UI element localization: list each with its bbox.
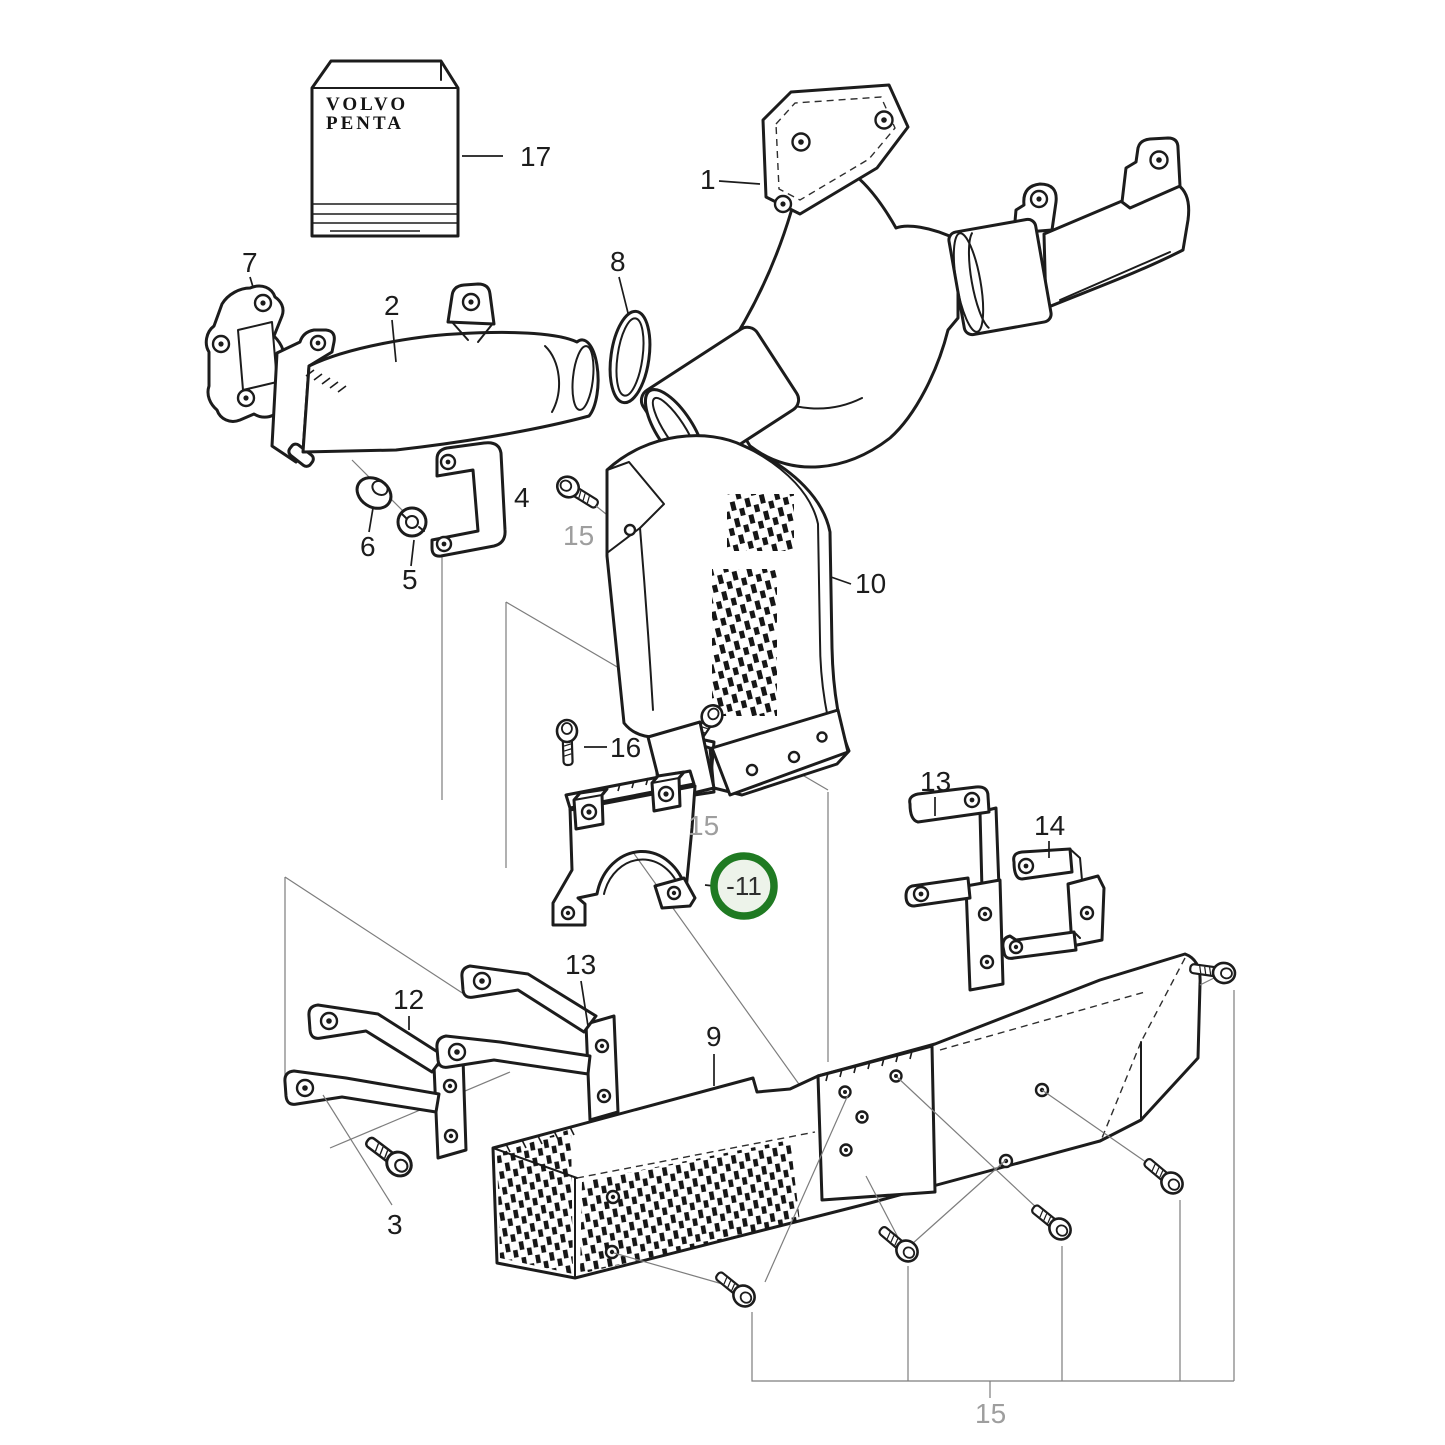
callout-9[interactable]: 9 [706, 1021, 722, 1052]
callout-15-lower[interactable]: 15 [975, 1398, 1006, 1429]
callout-labels: 17 1 7 2 8 6 5 4 15 10 16 15 13 14 12 13… [242, 141, 1065, 1429]
highlight-circle-part-11[interactable]: -11 [710, 852, 778, 920]
callout-15-upper[interactable]: 15 [563, 520, 594, 551]
callout-13-upper[interactable]: 13 [920, 766, 951, 797]
brand-volvo: VOLVO [326, 94, 408, 115]
vent-grille-upper [727, 494, 794, 551]
callout-16[interactable]: 16 [610, 732, 641, 763]
part-4-u-bracket [430, 441, 507, 558]
callout-14[interactable]: 14 [1034, 810, 1065, 841]
part-13-bracket-upper [904, 785, 1005, 992]
callout-7[interactable]: 7 [242, 247, 258, 278]
callout-15-mid[interactable]: 15 [688, 810, 719, 841]
callout-10[interactable]: 10 [855, 568, 886, 599]
part-14-bracket [1001, 847, 1106, 960]
callout-3[interactable]: 3 [387, 1209, 403, 1240]
part-13-bracket-lower [435, 964, 620, 1122]
pipe-hatching [305, 369, 347, 393]
edge-hatching [505, 1126, 575, 1153]
part-1-exhaust-pipe [639, 83, 1191, 475]
bolt-16 [555, 718, 580, 767]
part-17-volvo-penta-kit-box: VOLVO PENTA [310, 59, 460, 238]
callout-6[interactable]: 6 [360, 531, 376, 562]
callout-2[interactable]: 2 [384, 290, 400, 321]
callout-17[interactable]: 17 [520, 141, 551, 172]
bolt-3 [322, 1094, 418, 1206]
highlight-label[interactable]: -11 [726, 871, 762, 901]
part-11-support-bracket [551, 720, 716, 927]
plate-hatching [825, 1050, 913, 1082]
callout-4[interactable]: 4 [514, 482, 530, 513]
bolts-15-lower [613, 957, 1238, 1312]
callout-1[interactable]: 1 [700, 164, 716, 195]
label-15-collector-lines [751, 990, 1235, 1398]
part-12-bracket [283, 1003, 468, 1160]
callout-12[interactable]: 12 [393, 984, 424, 1015]
leader-lines [249, 155, 1050, 1086]
vent-grille-main [712, 569, 777, 716]
part-2-elbow-pipe [270, 282, 600, 468]
callout-5[interactable]: 5 [402, 564, 418, 595]
part-7-flange-gasket [204, 284, 286, 423]
callout-13-lower[interactable]: 13 [565, 949, 596, 980]
perforations-left-face [497, 1129, 573, 1274]
part-8-o-ring [608, 309, 652, 405]
perforations-front-face [580, 1140, 800, 1274]
part-5-nut [396, 506, 428, 538]
brand-penta: PENTA [326, 113, 404, 134]
highlight-ring[interactable] [710, 852, 778, 920]
bolt-15-upper [552, 471, 607, 515]
part-10-upper-heat-shield [605, 434, 851, 798]
callout-8[interactable]: 8 [610, 246, 626, 277]
